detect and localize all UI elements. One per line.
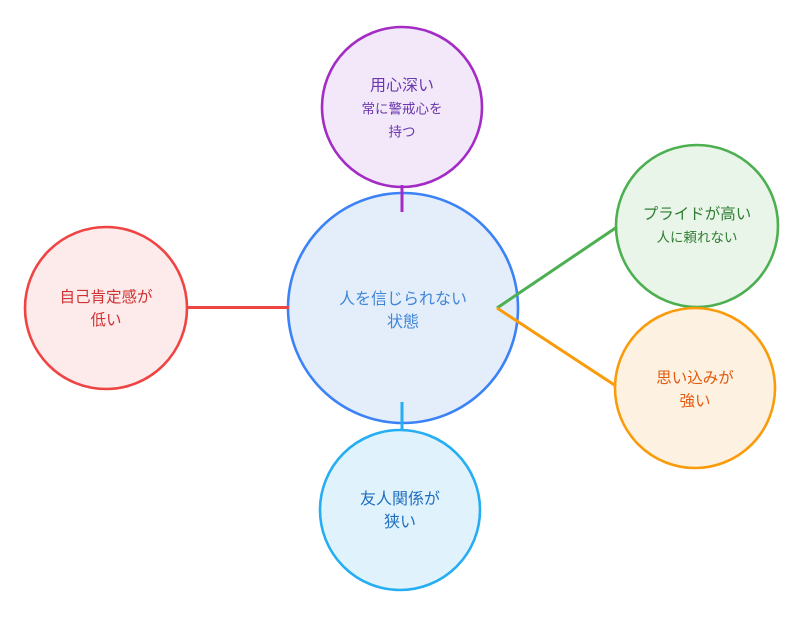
node-label-line-cautious: 常に警戒心を — [362, 102, 443, 117]
node-label-line-strong-assumptions: 強い — [679, 392, 710, 410]
node-label-line-narrow-friendships: 狭い — [384, 513, 416, 531]
node-label-line-narrow-friendships: 友人関係が — [360, 490, 440, 508]
node-circle-low-self-esteem — [23, 225, 189, 391]
node-label-line-cautious: 持つ — [389, 125, 416, 140]
node-label-line-distrust-state: 状態 — [387, 313, 419, 331]
edge-center-to-strong-assumptions — [496, 306, 617, 388]
node-label-line-high-pride: 人に頼れない — [657, 230, 738, 245]
node-label-line-high-pride: プライドが高い — [643, 205, 752, 223]
edge-center-to-high-pride — [496, 225, 618, 310]
node-label-line-low-self-esteem: 低い — [90, 311, 121, 329]
node-circle-high-pride — [614, 143, 780, 309]
node-label-line-distrust-state: 人を信じられない — [339, 290, 467, 308]
node-circle-strong-assumptions — [613, 306, 777, 470]
node-circle-distrust-state — [286, 191, 520, 425]
node-label-line-low-self-esteem: 自己肯定感が — [59, 288, 153, 306]
node-label-line-cautious: 用心深い — [370, 77, 434, 95]
node-circle-narrow-friendships — [318, 428, 482, 592]
node-label-line-strong-assumptions: 思い込みが — [656, 369, 734, 387]
